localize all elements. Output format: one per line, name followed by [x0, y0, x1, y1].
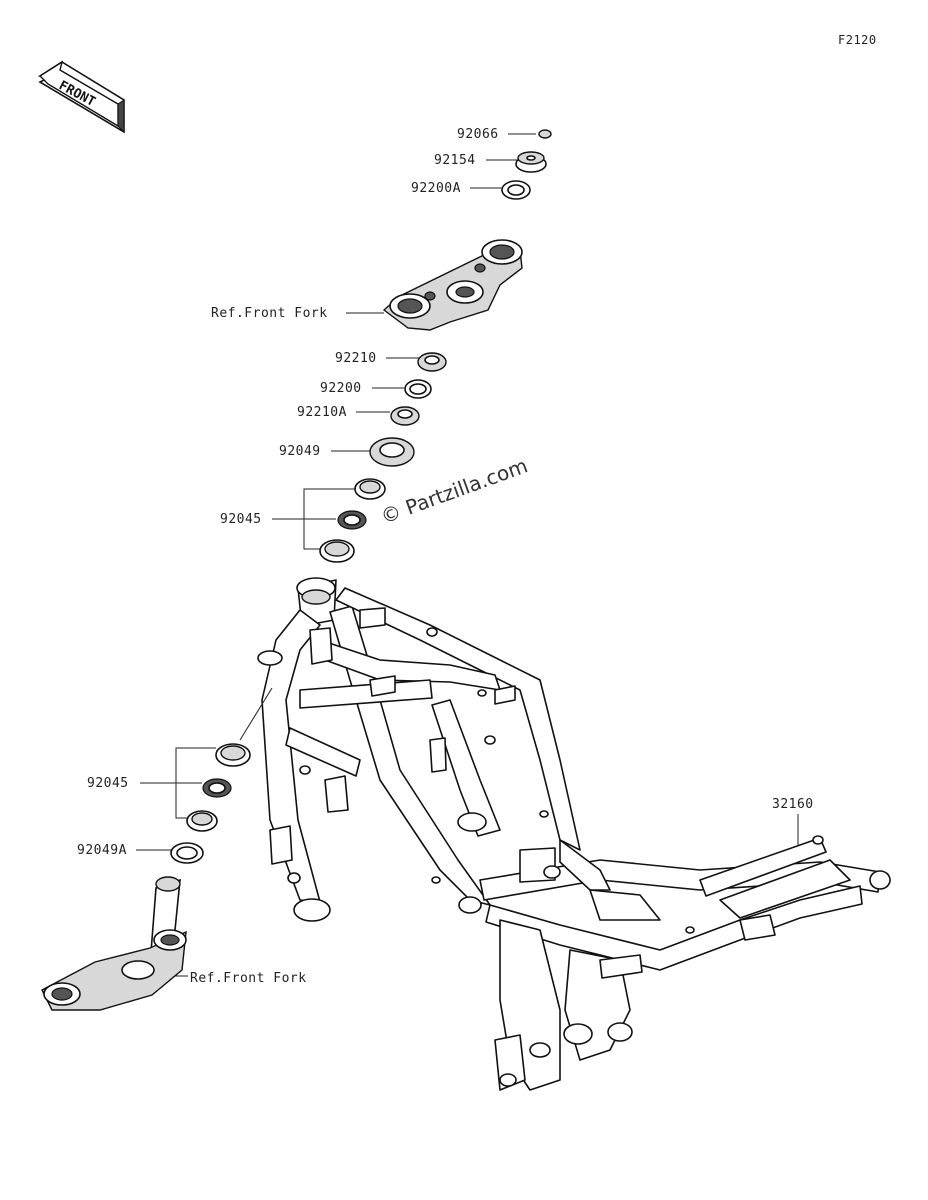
callout-92045-lower[interactable]: 92045 [87, 747, 216, 819]
callout-92049A[interactable]: 92049A [77, 843, 172, 858]
callout-label-92045-lower: 92045 [87, 776, 129, 791]
callout-92154[interactable]: 92154 [434, 153, 518, 168]
callout-92210A[interactable]: 92210A [297, 405, 390, 420]
callout-92200[interactable]: 92200 [320, 381, 404, 396]
callout-label-ref-front-fork-top: Ref.Front Fork [211, 306, 328, 321]
assembly-leader-line [239, 687, 273, 741]
nut-92154-icon[interactable] [515, 151, 547, 173]
callout-label-ref-front-fork-bottom: Ref.Front Fork [190, 971, 307, 986]
callout-label-92200A: 92200A [411, 181, 461, 196]
nut-92210-icon[interactable] [417, 352, 447, 372]
front-arrow-icon: FRONT [37, 60, 125, 134]
diagram-code: F2120 [838, 33, 877, 47]
callout-label-92049A: 92049A [77, 843, 127, 858]
bearing-92045-upper-icon[interactable] [319, 478, 386, 563]
callout-label-92045-upper: 92045 [220, 512, 262, 527]
callout-32160[interactable]: 32160 [772, 797, 814, 850]
callout-label-92154: 92154 [434, 153, 476, 168]
cap-92066-icon[interactable] [538, 129, 552, 139]
washer-92200-icon[interactable] [404, 379, 432, 399]
callout-92049[interactable]: 92049 [279, 444, 370, 459]
callout-label-32160: 32160 [772, 797, 814, 812]
callout-92045-upper[interactable]: 92045 [220, 488, 356, 550]
seal-92049A-icon[interactable] [170, 842, 204, 864]
callout-92200A[interactable]: 92200A [411, 181, 503, 196]
callout-label-92049: 92049 [279, 444, 321, 459]
upper-triple-clamp-icon[interactable] [382, 239, 523, 331]
bearing-92045-lower-icon[interactable] [186, 743, 251, 832]
washer-92200A-icon[interactable] [501, 180, 531, 200]
callout-label-92210: 92210 [335, 351, 377, 366]
callout-label-92210A: 92210A [297, 405, 347, 420]
nut-92210A-icon[interactable] [390, 406, 420, 426]
seal-92049-icon[interactable] [369, 437, 415, 467]
callout-92066[interactable]: 92066 [457, 127, 536, 142]
callout-label-92066: 92066 [457, 127, 499, 142]
lower-triple-clamp-icon[interactable] [41, 876, 187, 1011]
main-frame-32160-icon[interactable] [257, 577, 891, 1091]
callout-label-92200: 92200 [320, 381, 362, 396]
callout-92210[interactable]: 92210 [335, 351, 420, 366]
callout-ref-front-fork-top[interactable]: Ref.Front Fork [211, 306, 384, 321]
